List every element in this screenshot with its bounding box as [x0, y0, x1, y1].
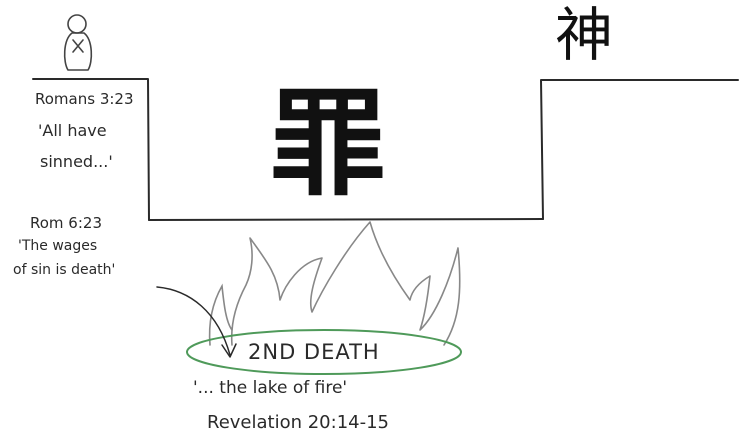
sin-character: 罪 [270, 76, 386, 212]
romans-quote-line1: 'All have [38, 121, 107, 140]
right-cliff [540, 79, 739, 220]
god-character: 神 [555, 1, 614, 69]
lake-of-fire-outline [186, 329, 462, 375]
wages-quote-line1: 'The wages [18, 238, 98, 254]
flame-left-tip [208, 283, 233, 346]
left-cliff [32, 78, 150, 221]
flames [230, 221, 461, 346]
arrow-head [221, 343, 237, 358]
romans-ref: Romans 3:23 [35, 90, 134, 108]
arrow-to-lake [156, 286, 231, 356]
revelation-ref: Revelation 20:14-15 [207, 412, 390, 433]
wages-quote-line2: of sin is death' [13, 262, 116, 278]
lake-of-fire-quote: '... the lake of fire' [193, 378, 348, 398]
wages-ref: Rom 6:23 [30, 214, 102, 232]
romans-quote-line2: sinned...' [40, 152, 113, 171]
chasm-floor [148, 218, 544, 221]
person-figure [63, 14, 93, 71]
second-death-label: 2ND DEATH [248, 340, 380, 364]
